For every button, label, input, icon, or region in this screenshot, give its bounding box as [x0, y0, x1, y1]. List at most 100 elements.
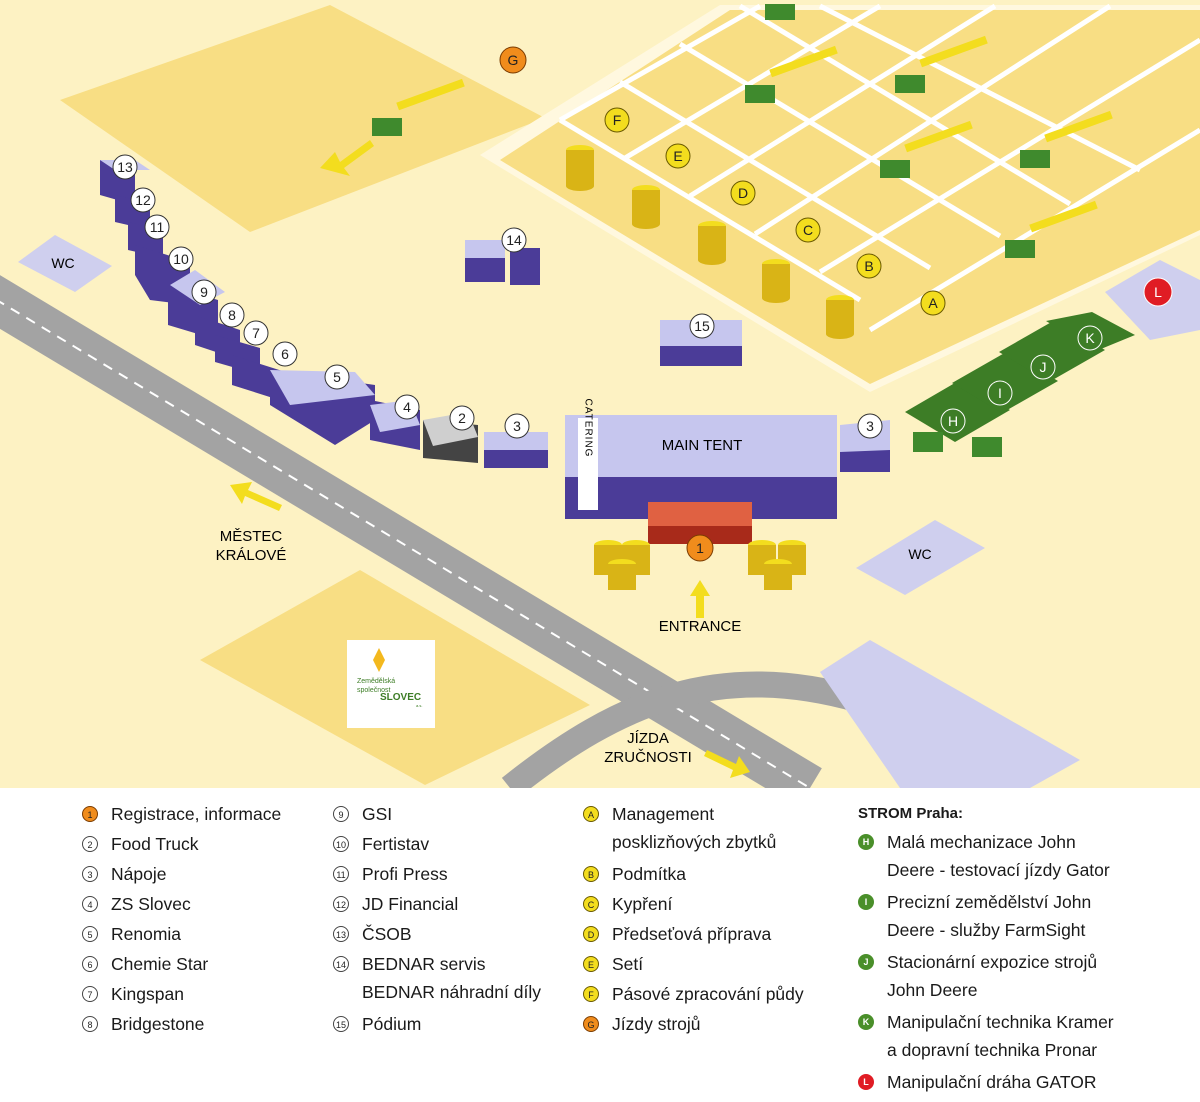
svg-text:C: C — [803, 222, 813, 238]
building-marker-6: 6 — [272, 341, 298, 367]
legend-text-line2: Deere - testovací jízdy Gator — [887, 860, 1110, 880]
legend-item-f: F Pásové zpracování půdy — [583, 984, 804, 1014]
svg-text:A: A — [928, 295, 938, 311]
legend-text-line1: Kingspan — [111, 984, 184, 1004]
legend-text: Manipulační dráha GATOR — [887, 1068, 1096, 1096]
legend-text: Podmítka — [612, 860, 686, 888]
svg-text:E: E — [673, 148, 682, 164]
wc-right-zone — [856, 520, 985, 595]
legend-badge-9: 9 — [333, 806, 349, 822]
building-marker-8: 8 — [219, 302, 245, 328]
legend-text-line1: Jízdy strojů — [612, 1014, 701, 1034]
legend-text-line1: Manipulační technika Kramer — [887, 1012, 1114, 1032]
svg-text:9: 9 — [200, 284, 208, 300]
field-marker-e: E — [665, 143, 691, 169]
wc-right-label: WC — [908, 546, 931, 562]
legend-badge-b: B — [583, 866, 599, 882]
legend-badge-3: 3 — [82, 866, 98, 882]
strom-marker-j: J — [1030, 354, 1056, 380]
building-marker-3b: 3 — [857, 413, 883, 439]
legend-text: Fertistav — [362, 830, 429, 858]
building-marker-5: 5 — [324, 364, 350, 390]
legend-text-line1: Nápoje — [111, 864, 167, 884]
svg-text:Zemědělská: Zemědělská — [357, 678, 395, 685]
main-tent-roof — [565, 415, 837, 477]
slovec-logo-card — [347, 640, 435, 728]
legend-text-line2: Deere - služby FarmSight — [887, 920, 1086, 940]
legend-text-line1: Kypření — [612, 894, 673, 914]
strom-marker-k: K — [1077, 325, 1103, 351]
svg-text:14: 14 — [506, 232, 522, 248]
legend-badge-11: 11 — [333, 866, 349, 882]
svg-text:3: 3 — [866, 418, 874, 434]
legend-badge-e: E — [583, 956, 599, 972]
building-marker-12: 12 — [130, 187, 156, 213]
legend-text: Pásové zpracování půdy — [612, 980, 804, 1008]
jizda-label-line1: JÍZDA — [627, 730, 669, 747]
legend-text-line1: Stacionární expozice strojů — [887, 952, 1098, 972]
legend-text: Jízdy strojů — [612, 1010, 701, 1038]
catering-strip — [578, 418, 598, 510]
building-marker-4: 4 — [394, 394, 420, 420]
legend-text: Setí — [612, 950, 643, 978]
legend-text: Profi Press — [362, 860, 448, 888]
silos — [566, 145, 854, 590]
legend-text: Renomia — [111, 920, 181, 948]
building-marker-2: 2 — [449, 405, 475, 431]
legend-badge-f: F — [583, 986, 599, 1002]
legend-text-line2: John Deere — [887, 980, 978, 1000]
legend-text-line1: Pásové zpracování půdy — [612, 984, 804, 1004]
building-marker-10: 10 — [168, 246, 194, 272]
legend-badge-1: 1 — [82, 806, 98, 822]
registration-marker-1: 1 — [686, 534, 714, 562]
svg-text:SLOVEC: SLOVEC — [380, 692, 421, 703]
legend-text: Registrace, informace — [111, 800, 281, 828]
tractors — [372, 4, 1113, 457]
svg-text:H: H — [948, 413, 958, 429]
svg-text:11: 11 — [150, 219, 165, 235]
svg-text:a.s.: a.s. — [416, 703, 422, 708]
field-cells — [500, 10, 1200, 384]
field-marker-f: F — [604, 107, 630, 133]
legend-badge-10: 10 — [333, 836, 349, 852]
svg-text:5: 5 — [333, 369, 341, 385]
legend-text-line1: GSI — [362, 804, 393, 824]
legend-text: Nápoje — [111, 860, 166, 888]
svg-text:2: 2 — [458, 410, 466, 426]
legend-badge-g: G — [583, 1016, 599, 1032]
svg-text:3: 3 — [513, 418, 521, 434]
legend-text-line1: Předseťová příprava — [612, 924, 772, 944]
legend-badge-5: 5 — [82, 926, 98, 942]
legend-badge-h: H — [858, 834, 874, 850]
legend-item-9: 9 GSI — [333, 804, 541, 834]
slovec-logo: Zemědělská společnost SLOVEC a.s. — [357, 648, 422, 708]
legend-text-line1: Fertistav — [362, 834, 430, 854]
field-drive-area — [60, 5, 545, 232]
legend-text: ČSOB — [362, 920, 412, 948]
legend-badge-2: 2 — [82, 836, 98, 852]
legend-text-line1: BEDNAR servis — [362, 954, 486, 974]
strom-marker-i: I — [987, 380, 1013, 406]
legend-badge-k: K — [858, 1014, 874, 1030]
legend-text-line1: Manipulační dráha GATOR — [887, 1072, 1097, 1092]
building-marker-13: 13 — [112, 154, 138, 180]
main-tent-label: MAIN TENT — [662, 437, 743, 454]
svg-text:J: J — [1040, 359, 1047, 375]
